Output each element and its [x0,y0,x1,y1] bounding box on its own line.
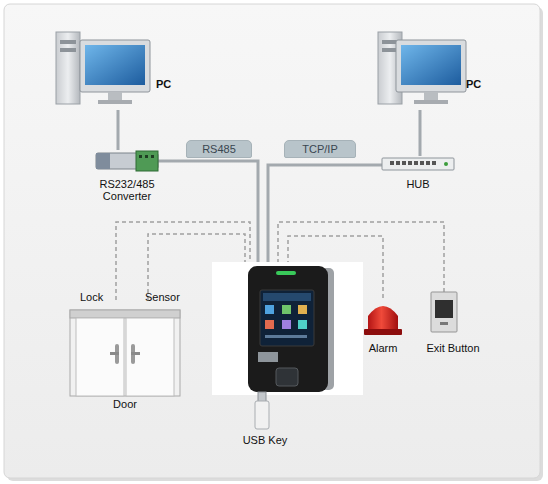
terminal-illustration-part [248,266,328,392]
device-label: RS232/485 Converter [92,178,162,202]
hub-illustration-part [408,161,412,165]
hub-illustration-part [420,161,424,165]
pc-left-illustration-part [56,32,80,104]
terminal-illustration-part [263,293,311,301]
terminal-illustration-part [258,352,278,362]
pc-node: PC [374,28,502,110]
device-label: PC [466,78,490,90]
wire-label: Lock [80,291,103,303]
door-illustration-part [70,310,180,318]
hub-illustration-part [444,162,448,166]
solid-wires-part [158,161,258,262]
device-label: Alarm [356,342,410,354]
converter-illustration [96,151,158,171]
usb-key-illustration [255,392,269,429]
device-label: USB Key [232,434,298,446]
pc-left-illustration-part [80,40,150,92]
device-label: Door [66,398,184,410]
terminal-illustration-part [298,320,307,329]
usb-key-node: USB Key [232,396,298,448]
pc-right-illustration [378,32,466,104]
hub-illustration-part [432,161,436,165]
cable-connector [419,110,422,156]
terminal-illustration-part [265,320,274,329]
device-label: PC [156,78,180,90]
converter-illustration-part [139,155,142,158]
converter-illustration-part [145,155,148,158]
terminal-illustration-part [276,368,298,386]
pc-left-illustration-part [60,40,76,44]
exit-button-illustration-part [431,292,457,332]
terminal-illustration-part [265,305,274,314]
exit-button-illustration [431,292,457,332]
hub-illustration-part [396,161,400,165]
device-label: HUB [380,178,456,190]
solid-wires [158,161,382,262]
pc-left-illustration-part [85,45,145,85]
converter-node: RS232/485 Converter [82,150,172,210]
terminal-illustration-part [265,335,307,338]
wire-label: Sensor [145,291,180,303]
panel [4,4,543,481]
door-node: Door [66,308,184,412]
device-label: Exit Button [414,342,492,354]
hub-node: HUB [380,156,456,192]
pc-left-illustration-part [98,100,132,104]
exit-button-illustration-part [435,300,453,318]
pc-right-illustration-part [414,100,448,104]
alarm-node: Alarm [356,296,410,360]
door-illustration-part [126,318,174,396]
interface-tab: RS485 [186,140,252,158]
door-illustration [70,310,180,396]
panel-part [4,4,540,478]
alarm-illustration-part [364,329,402,335]
solid-wires-part [268,165,382,262]
door-illustration-part [76,318,124,396]
hub-illustration-part [402,161,406,165]
exit-button-node: Exit Button [414,286,492,356]
converter-illustration-part [136,151,158,171]
terminal-illustration-part [276,271,296,275]
exit-button-illustration-part [440,322,448,325]
hub-illustration [382,158,454,170]
terminal-illustration [212,262,363,395]
terminal-illustration-part [282,320,291,329]
cable-connector [117,110,120,150]
hub-illustration-part [390,161,394,165]
pc-right-illustration-part [424,92,438,100]
door-illustration-part [70,310,180,396]
alarm-illustration-part [368,306,398,330]
alarm-illustration [364,306,402,335]
converter-illustration-part [96,153,110,169]
interface-label: RS485 [187,143,251,155]
door-illustration-part [110,352,119,355]
hub-illustration-part [426,161,430,165]
converter-illustration-part [151,155,154,158]
interface-label: TCP/IP [285,143,355,155]
terminal-illustration-part [282,305,291,314]
terminal-illustration-part [260,290,314,346]
pc-left-illustration-part [108,92,122,100]
pc-left-illustration [56,32,150,104]
pc-left-illustration-part [60,48,76,52]
pc-node: PC [52,28,180,110]
terminal-illustration-part [212,262,363,395]
usb-key-illustration-part [255,401,269,429]
door-illustration-part [131,352,140,355]
pc-right-illustration-part [401,45,461,85]
pc-right-illustration-part [396,40,466,92]
terminal-illustration-part [298,305,307,314]
interface-tab: TCP/IP [284,140,356,158]
hub-illustration-part [414,161,418,165]
hub-illustration-part [382,158,454,170]
